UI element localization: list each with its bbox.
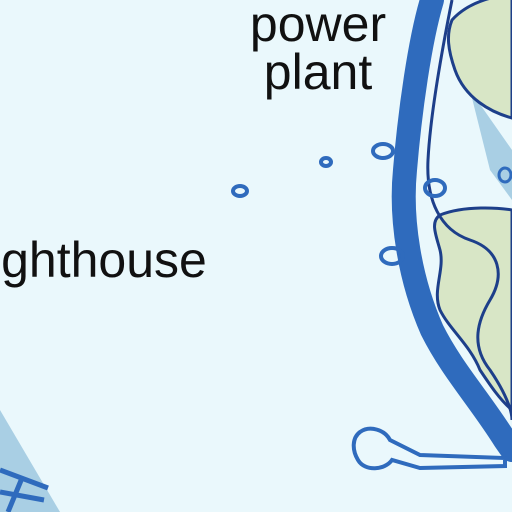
- pier: [351, 426, 507, 471]
- lighthouse-ray: [5, 477, 25, 512]
- islet: [379, 246, 405, 266]
- coast-band: [391, 0, 512, 462]
- coastline: [426, 0, 512, 421]
- islet: [497, 166, 512, 184]
- lighthouse-label: ighthouse: [0, 232, 207, 288]
- shallow-water-top: [470, 90, 512, 200]
- islet: [423, 178, 447, 198]
- power-plant-label-line1: power: [249, 0, 387, 52]
- power-plant-label-line2: plant: [263, 44, 373, 100]
- islet: [371, 142, 395, 160]
- land-island-south: [433, 206, 512, 412]
- islet: [231, 184, 249, 198]
- lighthouse-ray: [0, 489, 45, 503]
- power-plant-label: power plant: [232, 0, 404, 100]
- islet: [319, 156, 333, 168]
- land-island-north: [446, 0, 512, 120]
